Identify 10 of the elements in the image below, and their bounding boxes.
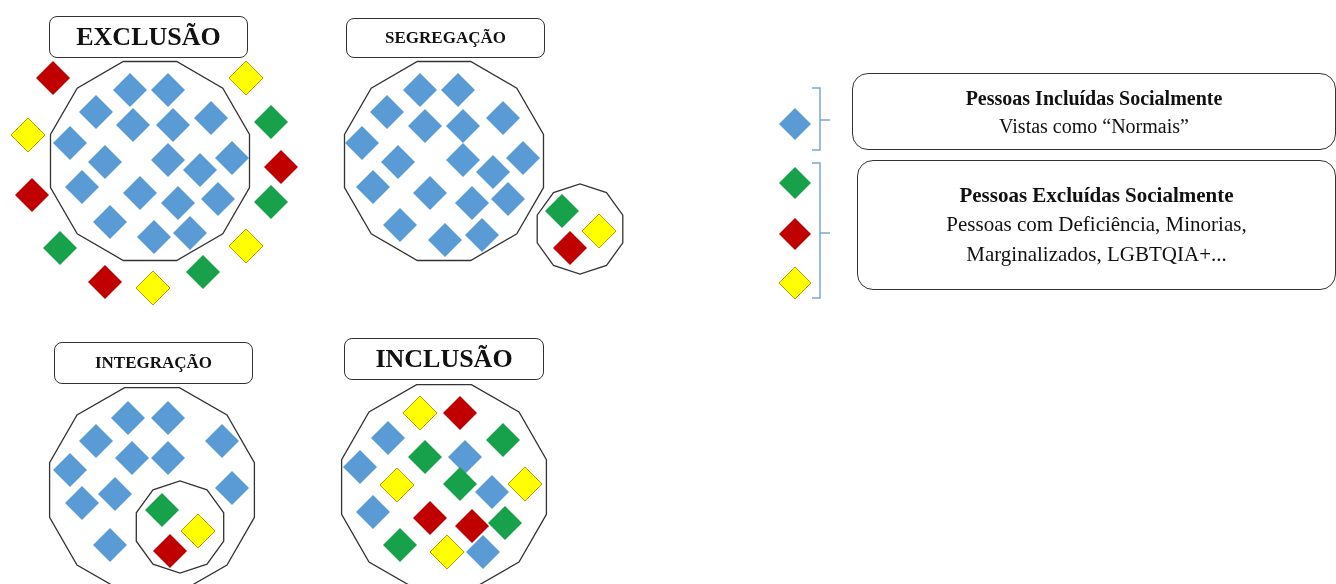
legend-card — [857, 160, 1336, 290]
panel-title: INCLUSÃO — [344, 338, 544, 380]
panel-title: SEGREGAÇÃO — [346, 18, 545, 58]
legend-heading: Pessoas Excluídas Socialmente — [959, 181, 1234, 209]
legend-description: Pessoas com Deficiência, Minorias, Marginalizados, LGBTQIA+... — [945, 211, 1248, 268]
panel-title: EXCLUSÃO — [49, 16, 248, 58]
legend-heading: Pessoas Incluídas Socialmente — [965, 85, 1223, 111]
panel-title: INTEGRAÇÃO — [54, 342, 253, 384]
legend-card — [852, 73, 1336, 150]
legend-description: Vistas como “Normais” — [999, 113, 1189, 139]
